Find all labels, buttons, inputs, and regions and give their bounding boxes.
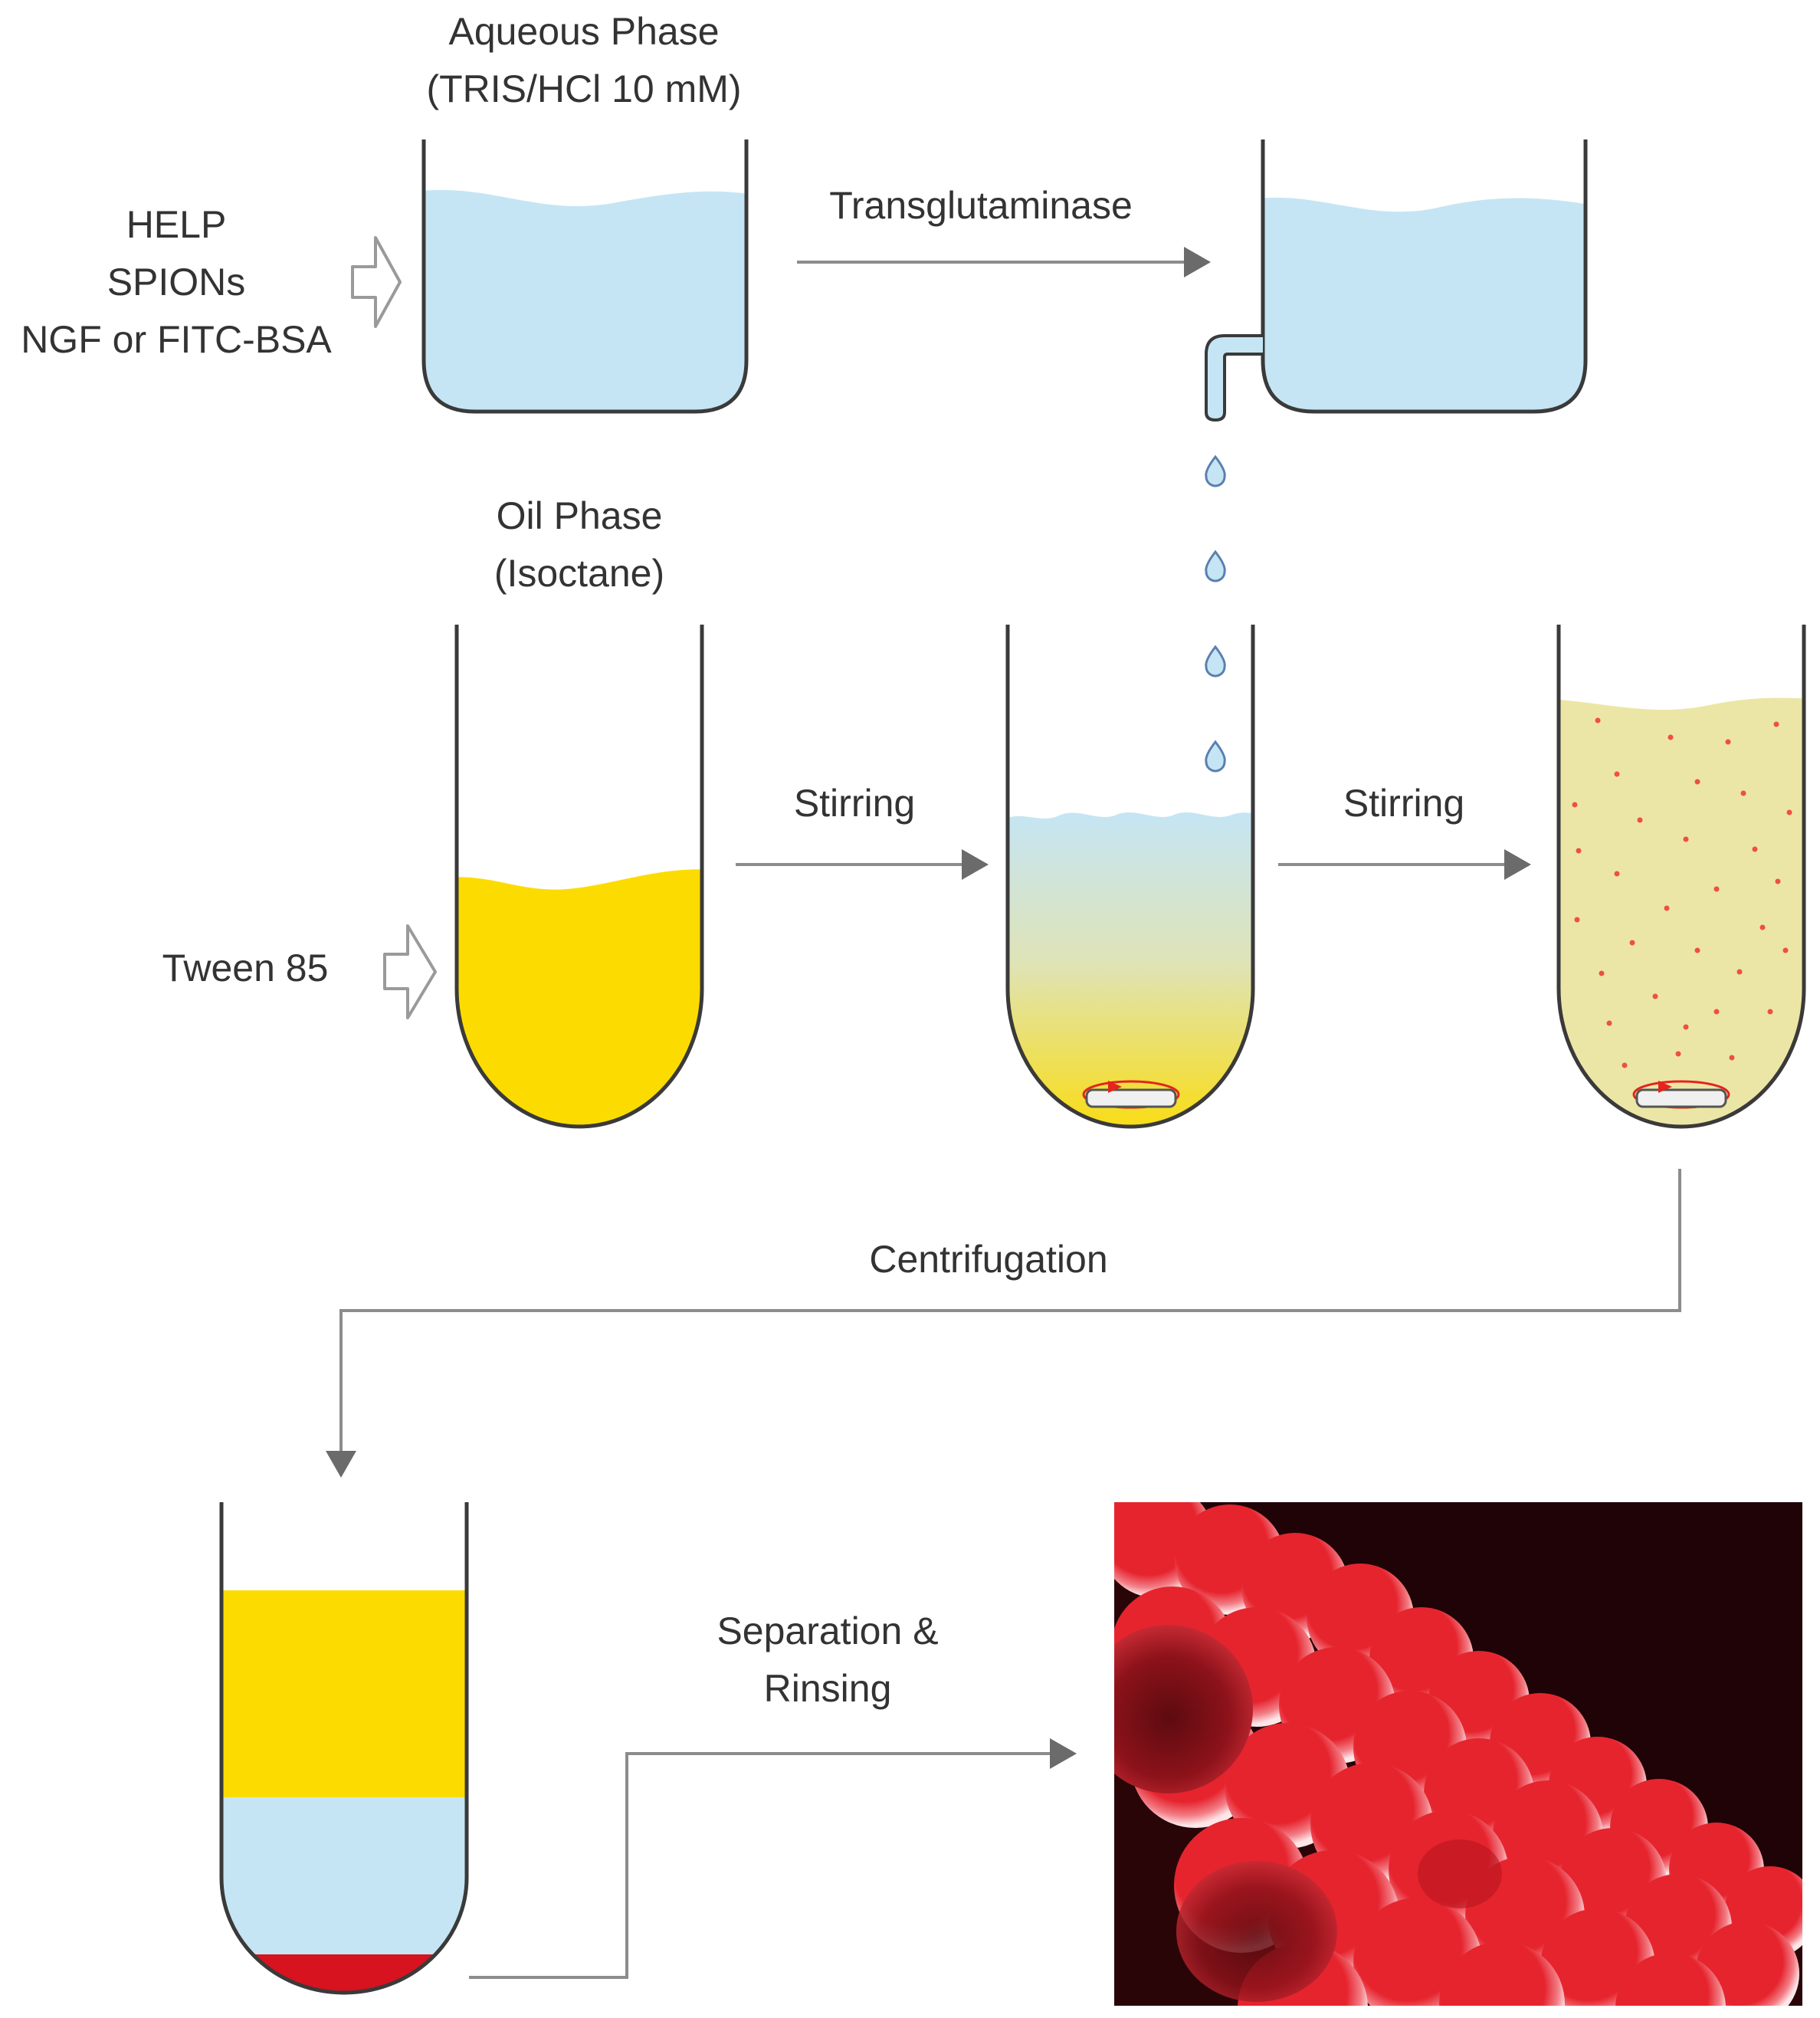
stirring-label-1: Stirring [794,782,915,825]
aqueous-phase-title: Aqueous Phase [448,10,719,53]
oil-phase-tube [454,625,704,1129]
water-droplet-icon [1205,645,1226,678]
transglutaminase-label: Transglutaminase [829,184,1133,227]
centrifugation-arrow [326,1169,1681,1478]
input-ngf-label: NGF or FITC-BSA [21,318,332,361]
centrifugation-label: Centrifugation [869,1238,1107,1281]
hollow-right-arrow-icon [383,924,437,1019]
aqueous-beaker-with-spout [1205,139,1588,422]
water-droplet-icon [1205,454,1226,487]
separation-arrow [469,1738,1077,1979]
emulsion-tube [1556,625,1806,1129]
input-spions-label: SPIONs [107,261,246,304]
stirring-arrow-1 [736,849,989,880]
mixing-tube [1005,625,1255,1129]
transglutaminase-arrow [797,247,1211,277]
stirring-arrow-2 [1278,849,1531,880]
hollow-right-arrow-icon [351,236,402,328]
tween-label: Tween 85 [162,947,329,989]
water-droplet-icon [1205,550,1226,582]
separation-label: Separation & [717,1609,938,1652]
magnetic-stir-bar-icon [1632,1080,1730,1109]
separated-phases-tube [219,1502,469,1995]
aqueous-beaker [421,139,749,414]
aqueous-phase-subtitle: (TRIS/HCl 10 mM) [426,67,741,110]
oil-phase-title: Oil Phase [497,494,663,537]
magnetic-stir-bar-icon [1082,1080,1180,1109]
oil-phase-subtitle: (Isoctane) [494,552,664,595]
input-help-label: HELP [126,203,227,246]
stirring-label-2: Stirring [1343,782,1464,825]
water-droplet-icon [1205,740,1226,773]
rinsing-label: Rinsing [764,1667,892,1710]
microsphere-micrograph [1114,1502,1802,2006]
